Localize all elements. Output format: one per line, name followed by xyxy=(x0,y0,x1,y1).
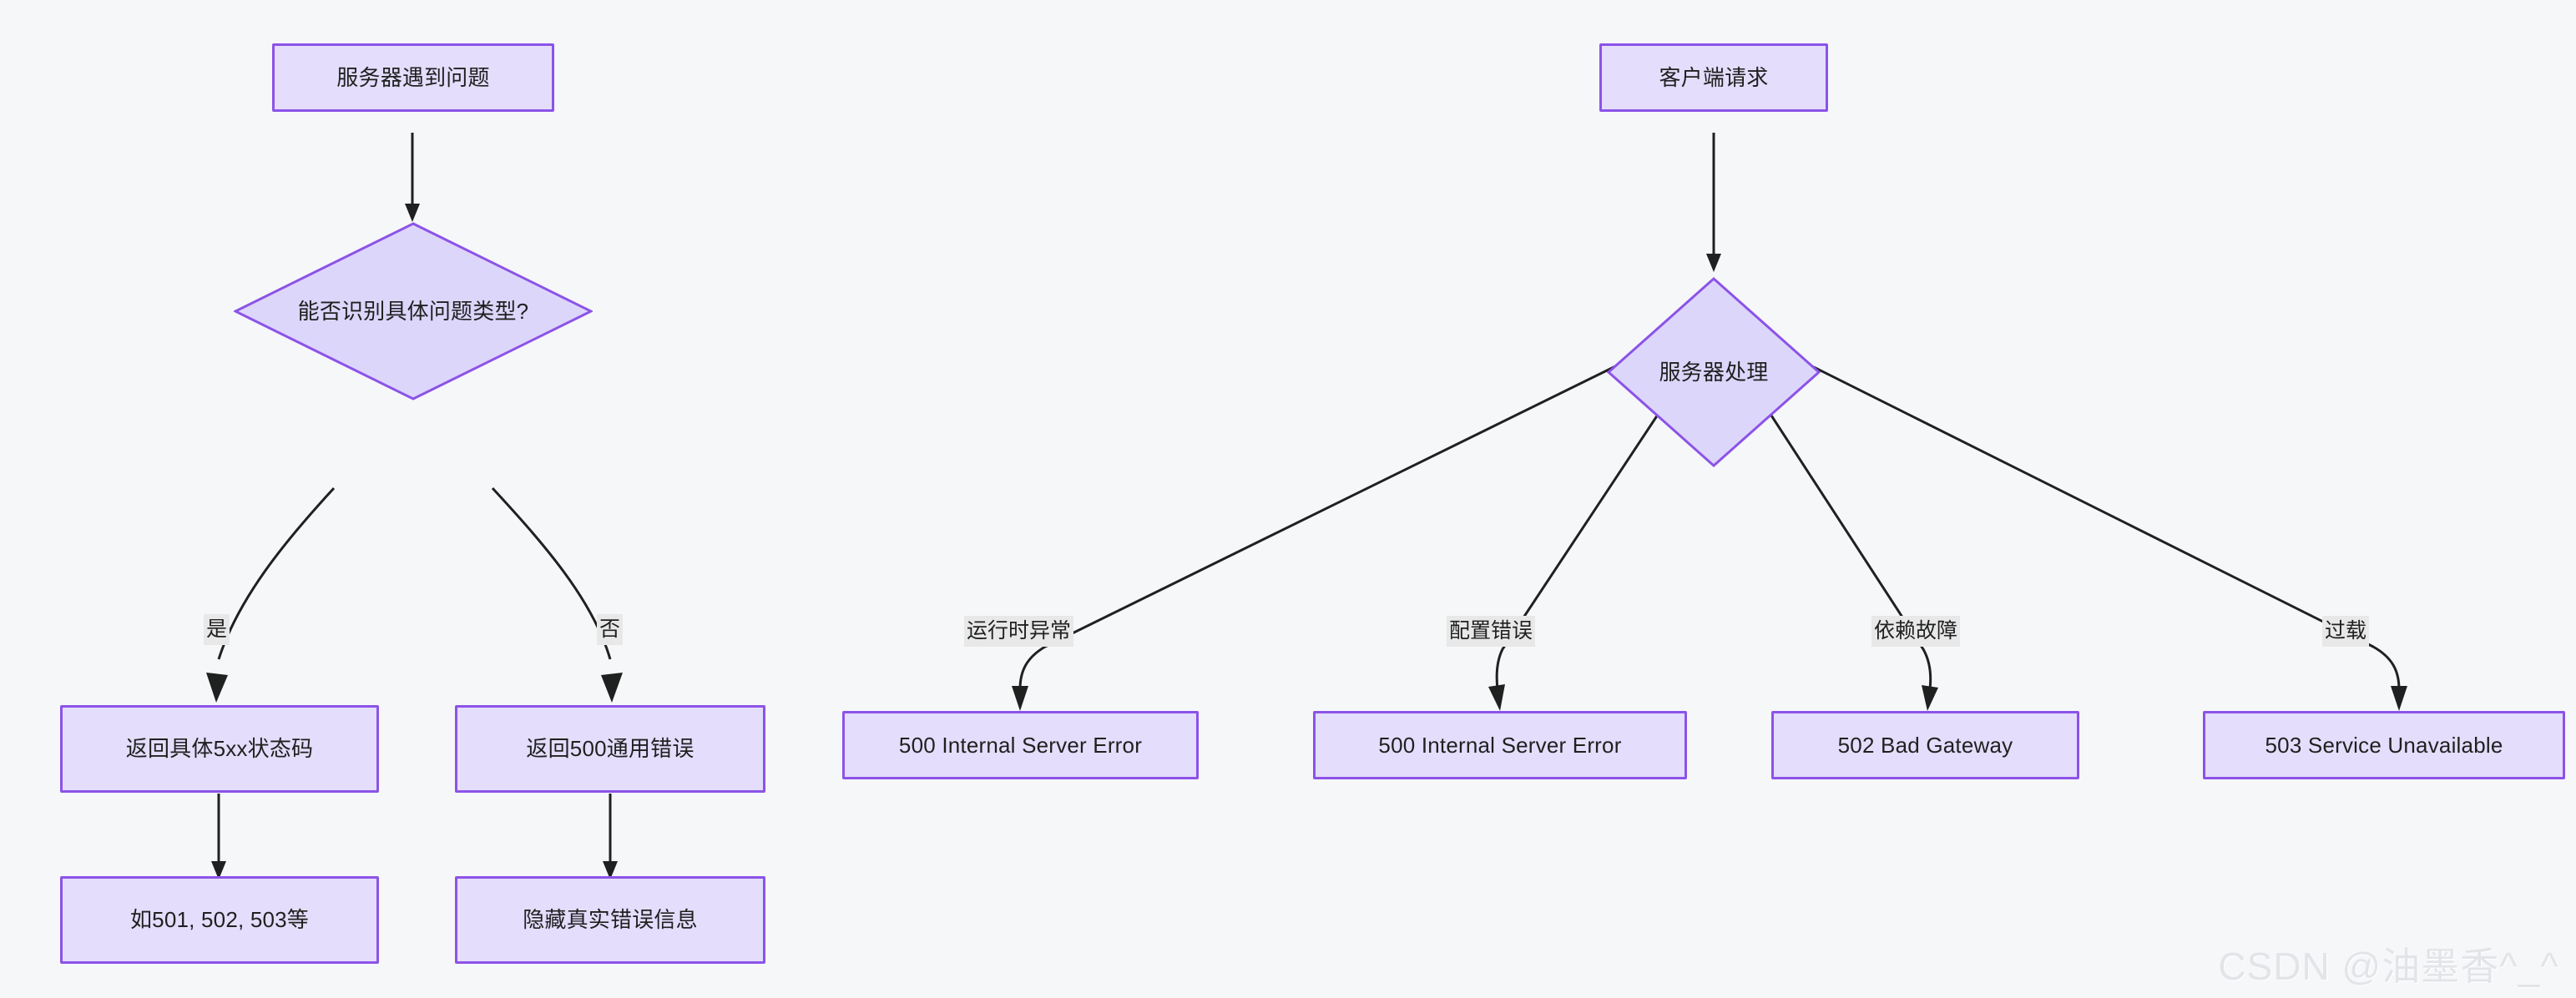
node-label: 隐藏真实错误信息 xyxy=(523,907,698,933)
edge-label-dependency-failure: 依赖故障 xyxy=(1871,616,1961,647)
node-label: 502 Bad Gateway xyxy=(1837,732,2013,758)
edge-L4-L6 xyxy=(603,794,618,880)
node-server-problem[interactable]: 服务器遇到问题 xyxy=(272,43,554,112)
edge-label-yes: 是 xyxy=(204,614,230,645)
edge-L2-L4 xyxy=(491,486,623,703)
diamond-shape xyxy=(1607,277,1821,467)
node-label: 服务器处理 xyxy=(1659,359,1769,385)
edge-L3-L5 xyxy=(211,794,226,880)
edge-label-config-error: 配置错误 xyxy=(1447,616,1536,647)
node-label: 500 Internal Server Error xyxy=(1378,732,1622,758)
node-label: 客户端请求 xyxy=(1659,64,1769,90)
node-label: 如501, 502, 503等 xyxy=(129,907,310,933)
node-return-specific-5xx[interactable]: 返回具体5xx状态码 xyxy=(60,705,379,793)
edge-R2-R5 xyxy=(1740,370,1938,711)
node-502-bad-gateway[interactable]: 502 Bad Gateway xyxy=(1771,711,2079,779)
node-label: 返回具体5xx状态码 xyxy=(125,736,314,762)
diamond-shape xyxy=(234,222,593,401)
node-example-501-502-503[interactable]: 如501, 502, 503等 xyxy=(60,876,379,964)
node-server-processing[interactable]: 服务器处理 xyxy=(1607,277,1821,467)
node-500-internal-server-error-runtime[interactable]: 500 Internal Server Error xyxy=(842,711,1199,779)
edge-label-runtime-exception: 运行时异常 xyxy=(964,616,1074,647)
node-label: 503 Service Unavailable xyxy=(2265,732,2503,758)
edge-R1-R2 xyxy=(1706,133,1721,272)
edge-R2-R6 xyxy=(1768,343,2407,711)
edge-L1-L2 xyxy=(405,133,420,222)
node-client-request[interactable]: 客户端请求 xyxy=(1599,43,1828,112)
edge-R2-R3 xyxy=(1012,343,1660,711)
node-return-500-generic[interactable]: 返回500通用错误 xyxy=(455,705,765,793)
node-can-identify-problem-type[interactable]: 能否识别具体问题类型? xyxy=(234,222,593,401)
node-hide-real-error-info[interactable]: 隐藏真实错误信息 xyxy=(455,876,765,964)
node-label: 500 Internal Server Error xyxy=(898,732,1143,758)
node-label: 服务器遇到问题 xyxy=(336,64,490,90)
node-503-service-unavailable[interactable]: 503 Service Unavailable xyxy=(2203,711,2565,779)
edge-R2-R4 xyxy=(1488,370,1689,711)
node-label: 返回500通用错误 xyxy=(526,736,695,762)
edge-label-overload: 过载 xyxy=(2322,616,2370,647)
node-500-internal-server-error-config[interactable]: 500 Internal Server Error xyxy=(1313,711,1687,779)
node-label: 能否识别具体问题类型? xyxy=(297,298,529,324)
edge-label-no: 否 xyxy=(597,614,624,645)
edge-L2-L3 xyxy=(206,486,336,703)
watermark: CSDN @油墨香^_^ xyxy=(2218,945,2559,988)
